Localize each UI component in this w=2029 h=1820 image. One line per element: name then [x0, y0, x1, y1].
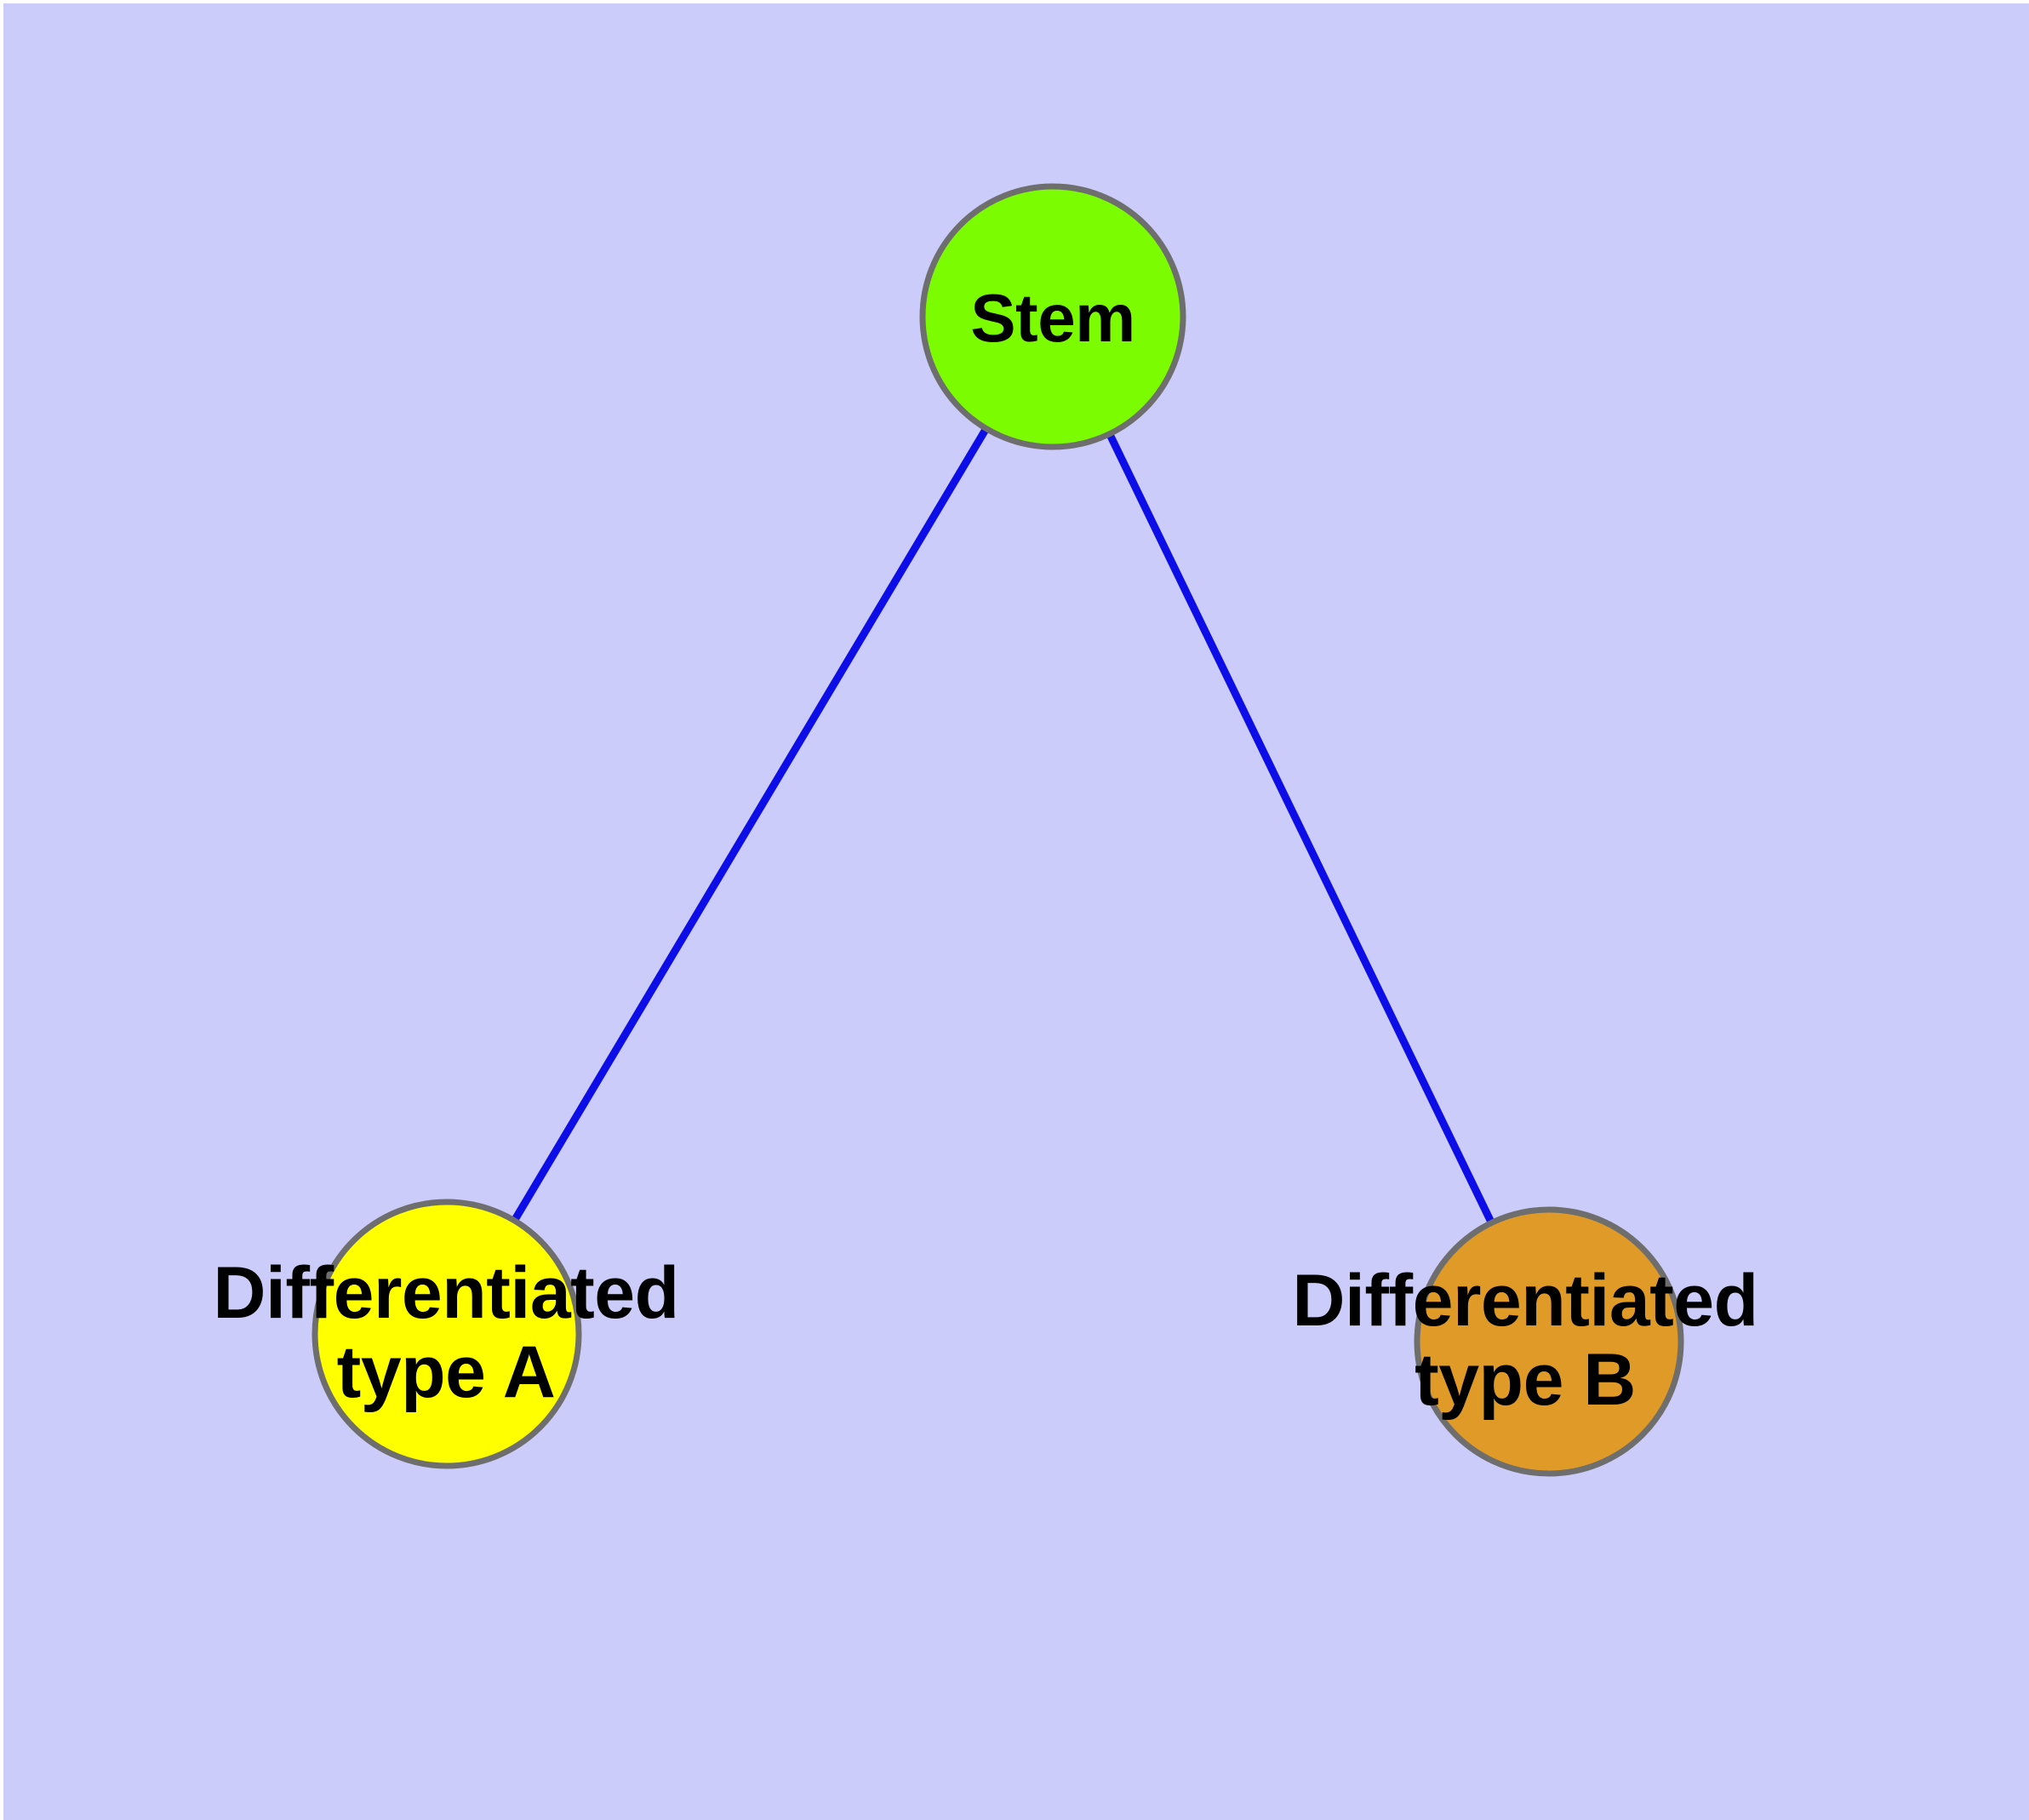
node-circle-stem[interactable]: [919, 183, 1186, 450]
node-circle-diff-a[interactable]: [311, 1199, 582, 1469]
node-circle-diff-b[interactable]: [1414, 1206, 1684, 1477]
edge-layer: [443, 314, 1553, 1343]
edge-stem-to-diff-a[interactable]: [443, 314, 1056, 1336]
edge-stem-to-diff-b[interactable]: [1049, 315, 1553, 1343]
node-layer: [311, 183, 1684, 1477]
